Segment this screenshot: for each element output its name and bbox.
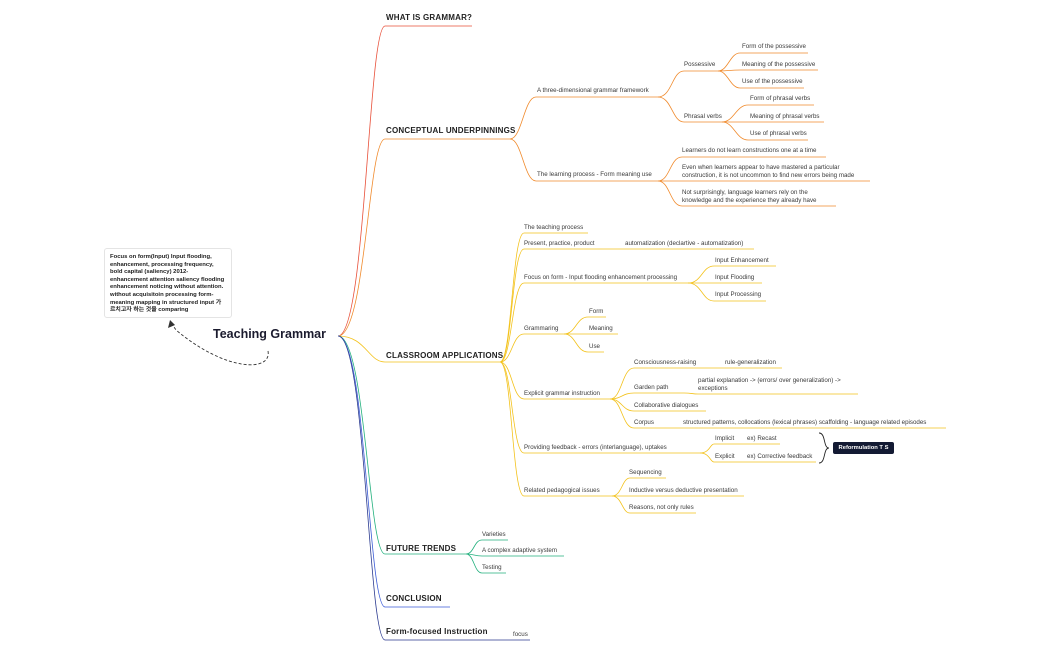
subtopic-gram-meaning[interactable]: Meaning bbox=[589, 325, 613, 332]
subtopic-phr-use[interactable]: Use of phrasal verbs bbox=[750, 130, 807, 137]
topic-what-is-grammar[interactable]: WHAT IS GRAMMAR? bbox=[386, 13, 473, 22]
subtopic-automatization[interactable]: automatization (declartive - automatizat… bbox=[625, 240, 744, 247]
central-topic[interactable]: Teaching Grammar bbox=[213, 327, 327, 341]
subtopic-related-issues[interactable]: Related pedagogical issues bbox=[524, 487, 600, 494]
subtopic-pos-use[interactable]: Use of the possessive bbox=[742, 78, 803, 85]
subtopic-providing-feedback[interactable]: Providing feedback - errors (interlangua… bbox=[524, 444, 667, 451]
subtopic-implicit[interactable]: Implicit bbox=[715, 435, 735, 442]
subtopic-recast[interactable]: ex) Recast bbox=[747, 435, 777, 442]
subtopic-phr-meaning[interactable]: Meaning of phrasal verbs bbox=[750, 113, 820, 120]
topic-conclusion[interactable]: CONCLUSION bbox=[386, 594, 442, 603]
subtopic-possessive[interactable]: Possessive bbox=[684, 61, 716, 68]
subtopic-explicit-feedback[interactable]: Explicit bbox=[715, 453, 735, 460]
subtopic-collaborative-dialogues[interactable]: Collaborative dialogues bbox=[634, 402, 699, 409]
topic-conceptual-underpinnings[interactable]: CONCEPTUAL UNDERPINNINGS bbox=[386, 126, 516, 135]
subtopic-learning-process[interactable]: The learning process - Form meaning use bbox=[537, 171, 652, 178]
topic-classroom-applications[interactable]: CLASSROOM APPLICATIONS bbox=[386, 351, 504, 360]
subtopic-corrective-feedback[interactable]: ex) Corrective feedback bbox=[747, 453, 813, 460]
subtopic-reasons-not-rules[interactable]: Reasons, not only rules bbox=[629, 504, 694, 511]
subtopic-testing[interactable]: Testing bbox=[482, 564, 502, 571]
subtopic-complex-adaptive[interactable]: A complex adaptive system bbox=[482, 547, 557, 554]
subtopic-focus-on-form[interactable]: Focus on form - Input flooding enhanceme… bbox=[524, 274, 678, 281]
subtopic-partial-explanation[interactable]: partial explanation -> (errors/ over gen… bbox=[698, 377, 841, 392]
topic-future-trends[interactable]: FUTURE TRENDS bbox=[386, 544, 457, 553]
subtopic-grammaring[interactable]: Grammaring bbox=[524, 325, 559, 332]
subtopic-gram-use[interactable]: Use bbox=[589, 343, 601, 350]
topic-form-focused-instruction[interactable]: Form-focused Instruction bbox=[386, 627, 488, 636]
note-text: Focus on form(Input) Input flooding, enh… bbox=[110, 254, 225, 314]
subtopic-input-processing[interactable]: Input Processing bbox=[715, 291, 762, 298]
subtopic-learn-3[interactable]: Not surprisingly, language learners rely… bbox=[682, 189, 817, 204]
subtopic-teaching-process[interactable]: The teaching process bbox=[524, 224, 584, 231]
floating-note[interactable]: Focus on form(Input) Input flooding, enh… bbox=[104, 248, 232, 318]
subtopic-learn-1[interactable]: Learners do not learn constructions one … bbox=[682, 147, 817, 154]
subtopic-framework[interactable]: A three-dimensional grammar framework bbox=[537, 87, 649, 94]
subtopic-gram-form[interactable]: Form bbox=[589, 308, 604, 315]
subtopic-ppp[interactable]: Present, practice, product bbox=[524, 240, 595, 247]
subtopic-explicit-instruction[interactable]: Explicit grammar instruction bbox=[524, 390, 600, 397]
subtopic-input-enhancement[interactable]: Input Enhancement bbox=[715, 257, 769, 264]
subtopic-pos-form[interactable]: Form of the possessive bbox=[742, 43, 806, 50]
subtopic-input-flooding[interactable]: Input Flooding bbox=[715, 274, 755, 281]
subtopic-focus[interactable]: focus bbox=[513, 631, 528, 638]
subtopic-phrasal-verbs[interactable]: Phrasal verbs bbox=[684, 113, 722, 120]
subtopic-pos-meaning[interactable]: Meaning of the possessive bbox=[742, 61, 816, 68]
subtopic-sequencing[interactable]: Sequencing bbox=[629, 469, 662, 476]
subtopic-varieties[interactable]: Varieties bbox=[482, 531, 506, 538]
subtopic-learn-2[interactable]: Even when learners appear to have master… bbox=[682, 164, 855, 179]
subtopic-rule-generalization[interactable]: rule-generalization bbox=[725, 359, 776, 366]
summary-tag[interactable]: Reformulation T S bbox=[833, 442, 894, 454]
subtopic-structured-patterns[interactable]: structured patterns, collocations (lexic… bbox=[683, 419, 927, 426]
subtopic-phr-form[interactable]: Form of phrasal verbs bbox=[750, 95, 811, 102]
subtopic-corpus[interactable]: Corpus bbox=[634, 419, 654, 426]
subtopic-inductive-deductive[interactable]: Inductive versus deductive presentation bbox=[629, 487, 738, 494]
subtopic-consciousness-raising[interactable]: Consciousness-raising bbox=[634, 359, 697, 366]
subtopic-garden-path[interactable]: Garden path bbox=[634, 384, 669, 391]
